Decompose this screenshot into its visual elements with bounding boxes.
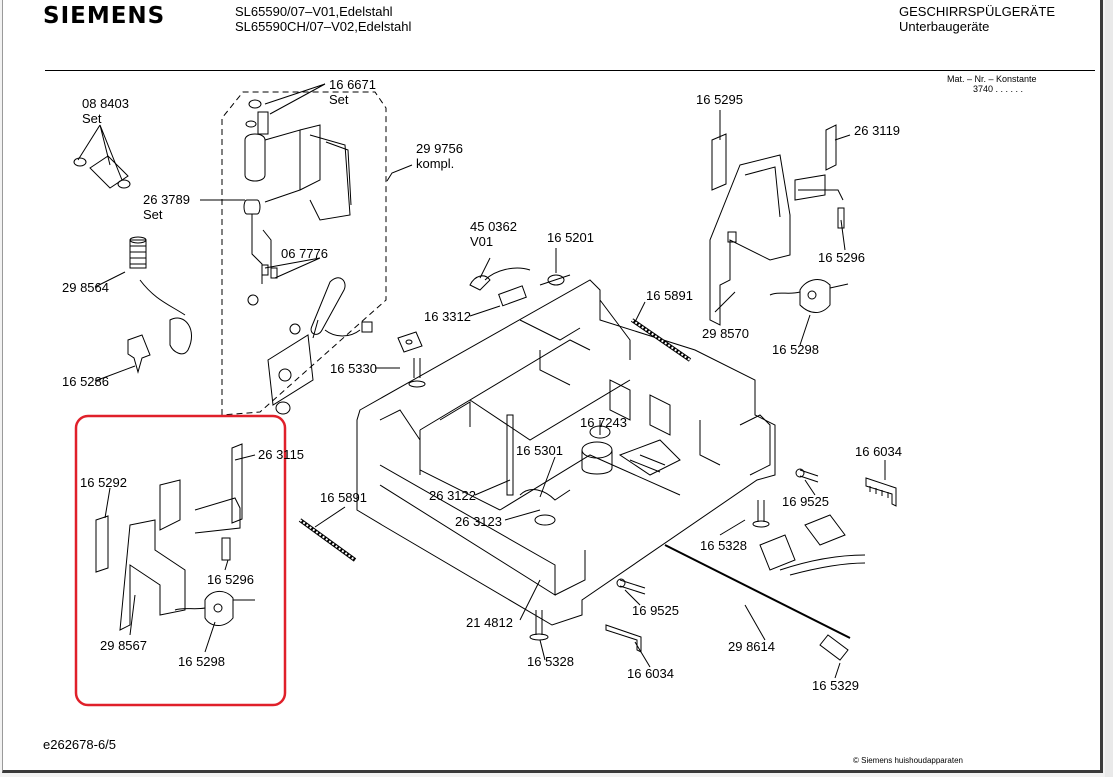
part-label-450362: 45 0362 <box>470 219 517 234</box>
dosing-module-outline <box>221 91 387 416</box>
part-label-165329: 16 5329 <box>812 678 859 693</box>
brand-logo: SIEMENS <box>43 3 166 29</box>
part-label-088403-set: Set <box>82 111 102 126</box>
part-label-165301: 16 5301 <box>516 443 563 458</box>
drawing-id: e262678-6/5 <box>43 737 117 752</box>
part-label-263115: 26 3115 <box>258 447 304 462</box>
part-label-299756-kompl: kompl. <box>416 156 454 171</box>
part-label-166034-a: 16 6034 <box>855 444 902 459</box>
part-label-165292: 16 5292 <box>80 475 127 490</box>
model-line-1: SL65590/07–V01,Edelstahl <box>235 4 393 19</box>
part-label-165298-a: 16 5298 <box>772 342 819 357</box>
part-label-263789-set: Set <box>143 207 163 222</box>
part-label-165296-b: 16 5296 <box>207 572 254 587</box>
part-label-163312: 16 3312 <box>424 309 471 324</box>
part-label-299756: 29 9756 <box>416 141 463 156</box>
part-label-166671: 16 6671 <box>329 77 376 92</box>
part-label-169525-a: 16 9525 <box>782 494 829 509</box>
part-label-263789: 26 3789 <box>143 192 190 207</box>
hose-and-clamp-drawing <box>73 155 193 374</box>
part-label-165328-a: 16 5328 <box>700 538 747 553</box>
part-label-165296-a: 16 5296 <box>818 250 865 265</box>
part-label-169525-b: 16 9525 <box>632 603 679 618</box>
copyright-note: © Siemens huishoudapparaten <box>853 756 963 765</box>
part-label-165328-b: 16 5328 <box>527 654 574 669</box>
connector-parts-drawing <box>397 267 571 388</box>
highlight-box <box>74 414 287 707</box>
base-tub-drawing <box>356 279 776 626</box>
part-label-298564: 29 8564 <box>62 280 109 295</box>
part-label-166034-b: 16 6034 <box>627 666 674 681</box>
mat-nr-value: 3740 . . . . . . <box>973 84 1024 94</box>
category-title: GESCHIRRSPÜLGERÄTE <box>899 4 1056 19</box>
mat-nr-label: Mat. – Nr. – Konstante <box>947 74 1037 84</box>
spring-drawing <box>298 318 692 562</box>
part-label-263123: 26 3123 <box>455 514 502 529</box>
mat-nr-block: Mat. – Nr. – Konstante 3740 . . . . . . <box>947 74 1037 94</box>
model-line-2: SL65590CH/07–V02,Edelstahl <box>235 19 412 34</box>
part-label-298614: 29 8614 <box>728 639 775 654</box>
part-label-263119: 26 3119 <box>854 123 900 138</box>
part-label-165201: 16 5201 <box>547 230 594 245</box>
part-label-166671-set: Set <box>329 92 349 107</box>
part-label-165891-a: 16 5891 <box>646 288 693 303</box>
part-label-450362-v01: V01 <box>470 234 493 249</box>
highlighted-bracket-drawing <box>95 443 255 631</box>
part-labels: 16 6671 Set 08 8403 Set 29 9756 kompl. 2… <box>62 77 902 693</box>
part-label-165286: 16 5286 <box>62 374 109 389</box>
lower-right-parts-drawing <box>529 468 897 661</box>
part-label-298567: 29 8567 <box>100 638 147 653</box>
part-label-067776: 06 7776 <box>281 246 328 261</box>
part-label-165330: 16 5330 <box>330 361 377 376</box>
part-label-298570: 29 8570 <box>702 326 749 341</box>
part-label-088403: 08 8403 <box>82 96 129 111</box>
door-bracket-drawing <box>709 124 849 326</box>
header-divider <box>45 70 1095 71</box>
part-label-165891-b: 16 5891 <box>320 490 367 505</box>
part-label-165295: 16 5295 <box>696 92 743 107</box>
part-label-165298-b: 16 5298 <box>178 654 225 669</box>
category-subtitle: Unterbaugeräte <box>899 19 990 34</box>
part-label-167243: 16 7243 <box>580 415 627 430</box>
part-label-214812: 21 4812 <box>466 615 513 630</box>
leader-lines <box>77 83 886 679</box>
part-label-263122: 26 3122 <box>429 488 476 503</box>
dosing-unit-drawing <box>243 99 373 415</box>
window-gutter <box>1105 0 1113 777</box>
